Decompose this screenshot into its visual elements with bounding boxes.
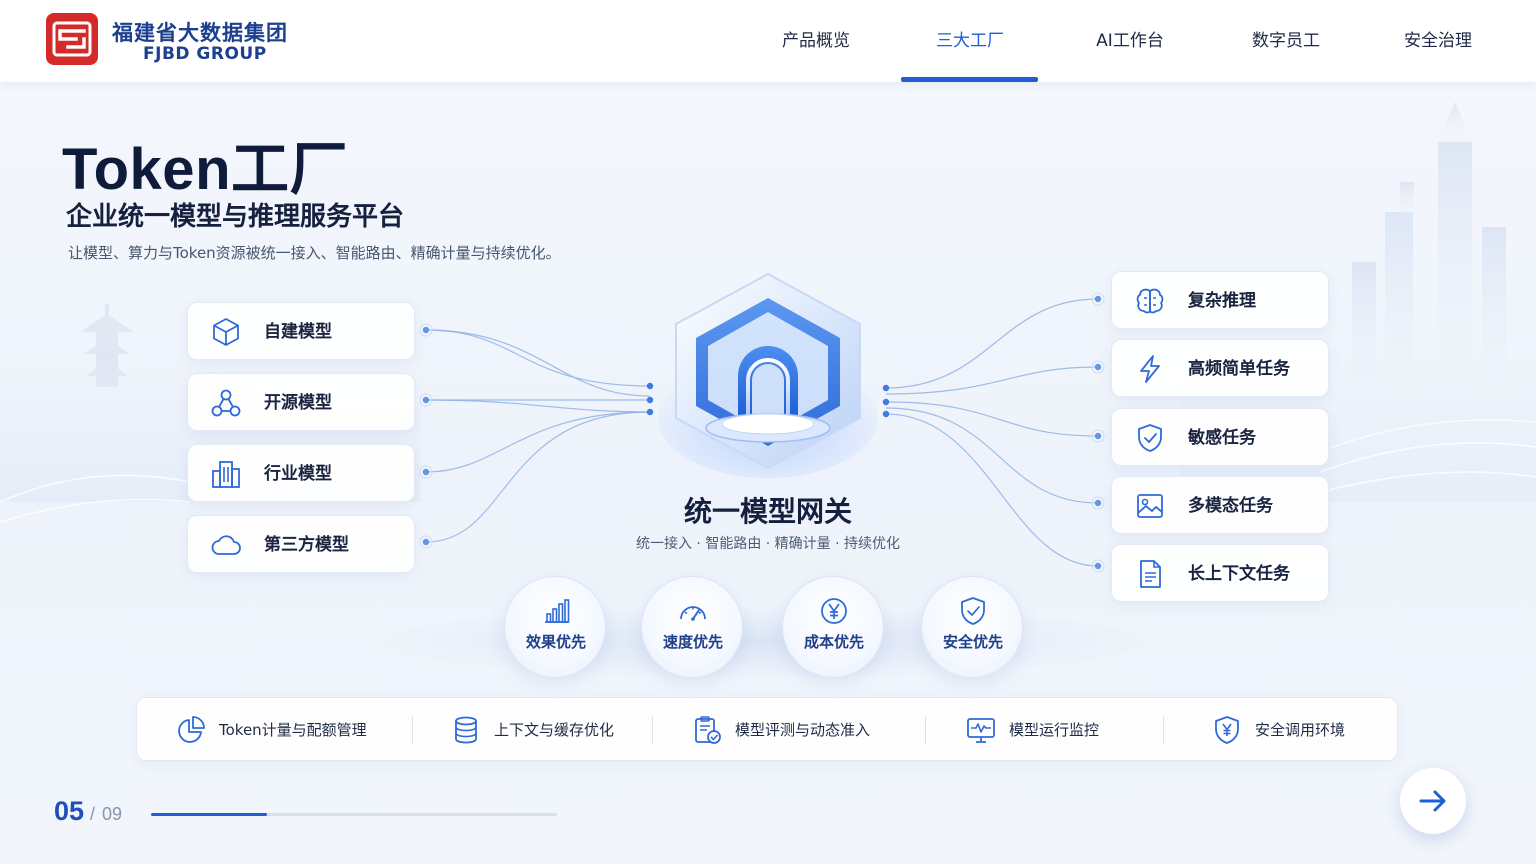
task-card-label: 复杂推理 [1188, 291, 1256, 311]
feature-label: Token计量与配额管理 [219, 721, 367, 739]
page-current: 05 [54, 796, 85, 826]
cloud-icon [211, 535, 241, 555]
brand-name-en: FJBD GROUP [143, 44, 267, 64]
priority-label: 速度优先 [662, 633, 723, 651]
nav-item-security-governance[interactable]: 安全治理 [1404, 31, 1472, 51]
nav-item-ai-workbench[interactable]: AI工作台 [1096, 31, 1164, 51]
cube-icon [213, 318, 239, 346]
feature-label: 上下文与缓存优化 [494, 721, 615, 739]
page-progress-track [151, 813, 557, 816]
nav-active-indicator [901, 77, 1038, 82]
arrow-right-icon [1419, 790, 1446, 812]
page-separator: / [90, 804, 96, 824]
gateway-tagline: 统一接入 · 智能路由 · 精确计量 · 持续优化 [635, 536, 901, 552]
feature-divider [652, 716, 653, 744]
task-card-label: 高频简单任务 [1188, 359, 1290, 379]
shield-icon [961, 597, 985, 625]
bar-chart-icon [545, 599, 570, 623]
page-subtitle: 企业统一模型与推理服务平台 [66, 202, 405, 232]
brain-icon [1136, 288, 1164, 314]
brand-logo-icon[interactable] [46, 13, 98, 65]
pie-chart-icon [178, 716, 205, 743]
speedometer-icon [680, 606, 706, 621]
nav-item-product-overview[interactable]: 产品概览 [782, 31, 850, 51]
network-icon [211, 389, 241, 417]
priority-label: 成本优先 [803, 633, 864, 651]
image-icon [1137, 494, 1163, 518]
source-card-open-source[interactable]: 开源模型 [187, 373, 415, 431]
source-card-label: 自建模型 [264, 322, 332, 342]
task-card-multimodal[interactable]: 多模态任务 [1111, 476, 1329, 534]
document-icon [1140, 560, 1161, 588]
task-card-label: 多模态任务 [1188, 496, 1273, 516]
source-card-label: 开源模型 [264, 393, 332, 413]
task-card-label: 长上下文任务 [1188, 564, 1290, 584]
top-header: 福建省大数据集团 FJBD GROUP 产品概览 三大工厂 AI工作台 数字员工… [0, 0, 1536, 82]
next-page-button[interactable] [1400, 768, 1466, 834]
feature-label: 模型运行监控 [1009, 721, 1100, 739]
task-card-complex-reasoning[interactable]: 复杂推理 [1111, 271, 1329, 329]
priority-label: 安全优先 [942, 633, 1003, 651]
priority-label: 效果优先 [525, 633, 586, 651]
monitor-icon [967, 718, 995, 743]
task-card-long-context[interactable]: 长上下文任务 [1111, 544, 1329, 602]
source-card-label: 行业模型 [264, 464, 332, 484]
page-progress-fill [151, 813, 267, 816]
feature-divider [412, 716, 413, 744]
gateway-title: 统一模型网关 [683, 495, 852, 528]
page-total: 09 [102, 804, 123, 824]
source-card-self-built[interactable]: 自建模型 [187, 302, 415, 360]
feature-divider [925, 716, 926, 744]
source-card-third-party[interactable]: 第三方模型 [187, 515, 415, 573]
priority-platform [384, 606, 1144, 678]
priority-security[interactable]: 安全优先 [921, 576, 1023, 678]
brand-name-cn: 福建省大数据集团 [112, 21, 288, 45]
feature-label: 安全调用环境 [1255, 721, 1346, 739]
priority-quality[interactable]: 效果优先 [504, 576, 606, 678]
source-card-industry[interactable]: 行业模型 [187, 444, 415, 502]
shield-check-icon [1138, 424, 1162, 452]
feature-label: 模型评测与动态准入 [735, 721, 871, 739]
clipboard-check-icon [695, 716, 721, 744]
task-card-sensitive[interactable]: 敏感任务 [1111, 408, 1329, 466]
page-title: Token工厂 [62, 137, 348, 202]
priority-cost[interactable]: 成本优先 [782, 576, 884, 678]
page-description: 让模型、算力与Token资源被统一接入、智能路由、精确计量与持续优化。 [68, 244, 561, 262]
lightning-icon [1140, 355, 1160, 383]
nav-item-three-factories[interactable]: 三大工厂 [936, 31, 1004, 51]
feature-bar: Token计量与配额管理 上下文与缓存优化 模型评测与动态准入 [136, 697, 1398, 761]
feature-divider [1163, 716, 1164, 744]
database-icon [455, 716, 477, 744]
source-card-label: 第三方模型 [264, 535, 349, 555]
gateway-icon [658, 272, 878, 478]
buildings-icon [212, 461, 240, 488]
priority-speed[interactable]: 速度优先 [641, 576, 743, 678]
nav-item-digital-employee[interactable]: 数字员工 [1252, 31, 1320, 51]
task-card-label: 敏感任务 [1188, 428, 1256, 448]
task-card-high-frequency[interactable]: 高频简单任务 [1111, 339, 1329, 397]
yuan-icon [821, 598, 847, 624]
shield-yuan-icon [1215, 716, 1239, 744]
